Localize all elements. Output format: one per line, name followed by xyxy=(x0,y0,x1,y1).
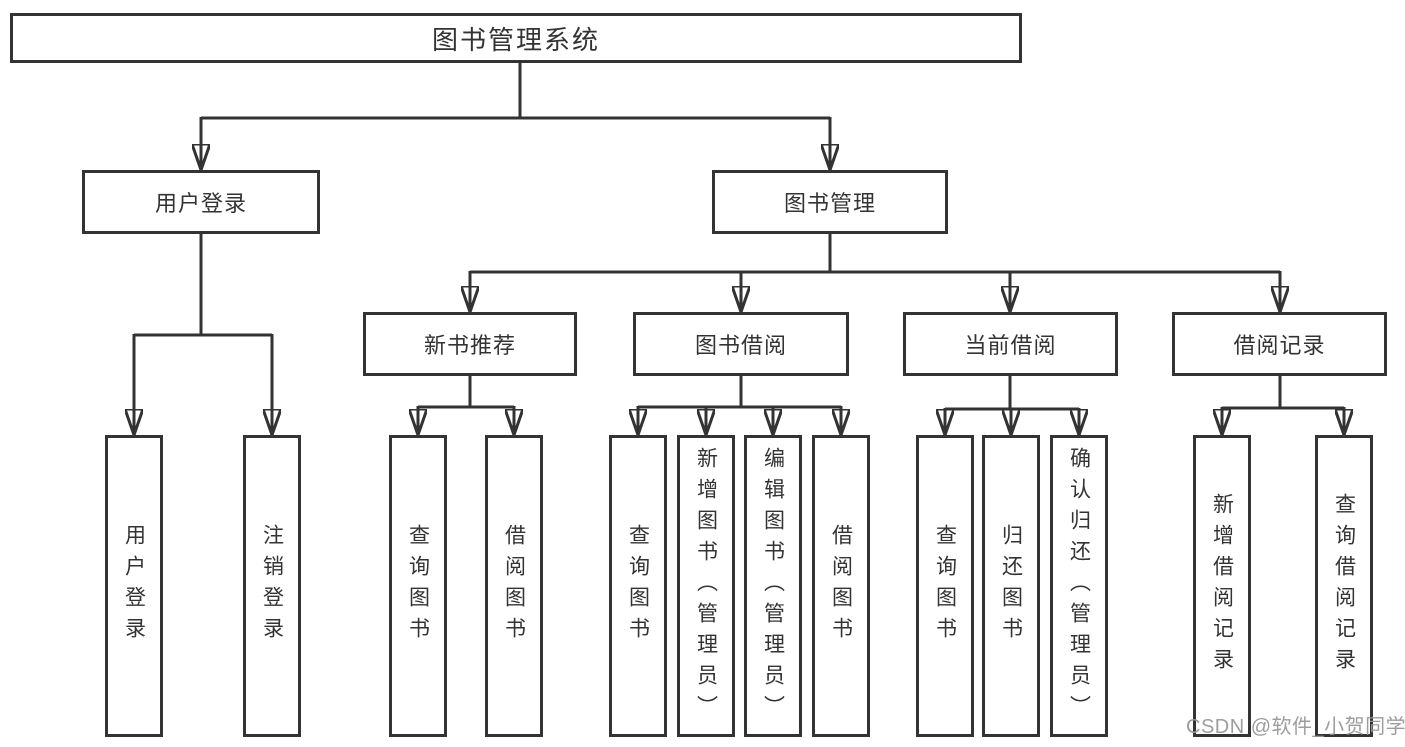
node-current-borrow: 当前借阅 xyxy=(903,312,1118,376)
leaf-query-borrow-record: 查询借阅记录 xyxy=(1315,435,1373,737)
node-user-login-label: 用户登录 xyxy=(154,191,247,216)
leaf-query-book-1: 查询图书 xyxy=(389,435,447,737)
leaf-add-borrow-record: 新增借阅记录 xyxy=(1193,435,1251,737)
node-borrow-record-label: 借阅记录 xyxy=(1233,333,1326,358)
node-root-label: 图书管理系统 xyxy=(431,24,600,55)
leaf-edit-book-admin: 编辑图书（管理员） xyxy=(744,435,802,737)
node-new-book-rec-label: 新书推荐 xyxy=(423,333,516,358)
node-user-login: 用户登录 xyxy=(82,170,320,234)
leaf-borrow-book-2: 借阅图书 xyxy=(812,435,870,737)
leaf-borrow-book-2-label: 借阅图书 xyxy=(829,524,853,648)
node-book-mgmt-label: 图书管理 xyxy=(783,191,876,216)
leaf-return-book: 归还图书 xyxy=(982,435,1040,737)
connector-borrow-record-children xyxy=(1222,376,1344,435)
leaf-borrow-book-1-label: 借阅图书 xyxy=(502,524,526,648)
leaf-confirm-return-admin: 确认归还（管理员） xyxy=(1050,435,1108,737)
leaf-query-book-2-label: 查询图书 xyxy=(626,524,650,648)
leaf-confirm-return-admin-label: 确认归还（管理员） xyxy=(1067,446,1091,726)
connector-root-to-level2 xyxy=(201,63,830,170)
connector-user-login-children xyxy=(134,234,272,435)
node-book-borrow-label: 图书借阅 xyxy=(694,333,787,358)
connector-current-borrow-children xyxy=(945,376,1079,435)
leaf-add-book-admin-label: 新增图书（管理员） xyxy=(694,446,718,726)
leaf-query-book-1-label: 查询图书 xyxy=(406,524,430,648)
leaf-edit-book-admin-label: 编辑图书（管理员） xyxy=(761,446,785,726)
connector-book-borrow-children xyxy=(638,376,841,435)
node-root-system: 图书管理系统 xyxy=(10,13,1022,63)
leaf-user-login-label: 用户登录 xyxy=(122,524,146,648)
leaf-logout: 注销登录 xyxy=(243,435,301,737)
node-book-borrow: 图书借阅 xyxy=(633,312,849,376)
leaf-add-book-admin: 新增图书（管理员） xyxy=(677,435,735,737)
node-book-mgmt: 图书管理 xyxy=(712,170,948,234)
node-current-borrow-label: 当前借阅 xyxy=(964,333,1057,358)
connector-new-book-children xyxy=(418,376,514,435)
connector-book-mgmt-children xyxy=(470,234,1280,312)
leaf-query-book-3-label: 查询图书 xyxy=(933,524,957,648)
leaf-user-login: 用户登录 xyxy=(105,435,163,737)
leaf-add-borrow-record-label: 新增借阅记录 xyxy=(1210,493,1234,679)
leaf-query-book-2: 查询图书 xyxy=(609,435,667,737)
leaf-logout-label: 注销登录 xyxy=(260,524,284,648)
node-new-book-rec: 新书推荐 xyxy=(363,312,577,376)
leaf-query-book-3: 查询图书 xyxy=(916,435,974,737)
leaf-borrow-book-1: 借阅图书 xyxy=(485,435,543,737)
node-borrow-record: 借阅记录 xyxy=(1172,312,1387,376)
leaf-query-borrow-record-label: 查询借阅记录 xyxy=(1332,493,1356,679)
csdn-watermark: CSDN @软件_小贺同学 xyxy=(1186,716,1405,738)
leaf-return-book-label: 归还图书 xyxy=(999,524,1023,648)
